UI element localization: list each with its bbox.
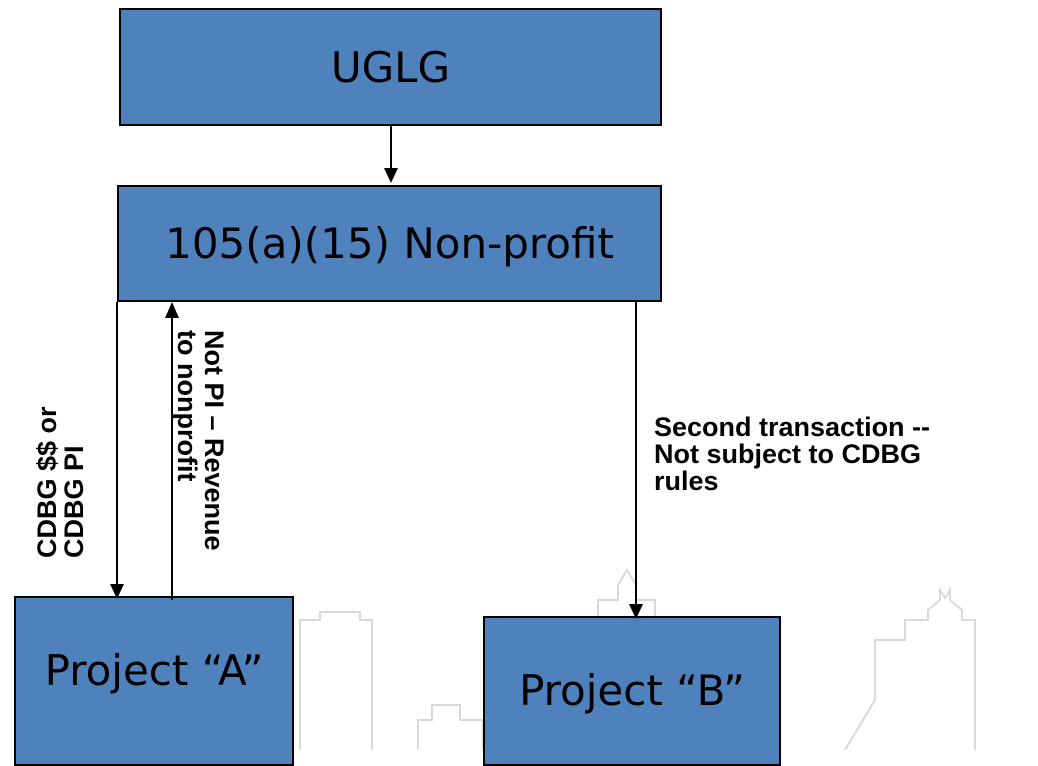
second-label-line3: rules: [654, 466, 719, 496]
second-label-line1: Second transaction --: [654, 412, 931, 442]
project-a-label: Project “A”: [44, 646, 264, 695]
nonprofit-box: 105(a)(15) Non-profit: [117, 185, 662, 302]
skyline-watermark: [299, 568, 976, 750]
second-label-line2: Not subject to CDBG: [654, 439, 921, 469]
cdbg-label-line1: CDBG $$ or: [32, 406, 62, 558]
connector-arrows: [110, 126, 643, 619]
uglg-label: UGLG: [330, 42, 451, 92]
project-a-box: Project “A”: [14, 596, 294, 766]
nonprofit-label: 105(a)(15) Non-profit: [165, 219, 614, 268]
project-b-box: Project “B”: [483, 616, 781, 766]
cdbg-label-line2: CDBG PI: [59, 445, 89, 558]
second-transaction-label: Second transaction -- Not subject to CDB…: [654, 414, 1038, 495]
revenue-label-line2: to nonprofit: [172, 330, 202, 482]
uglg-box: UGLG: [119, 8, 662, 126]
revenue-label-line1: Not PI – Revenue: [199, 330, 229, 551]
project-b-label: Project “B”: [519, 666, 745, 715]
